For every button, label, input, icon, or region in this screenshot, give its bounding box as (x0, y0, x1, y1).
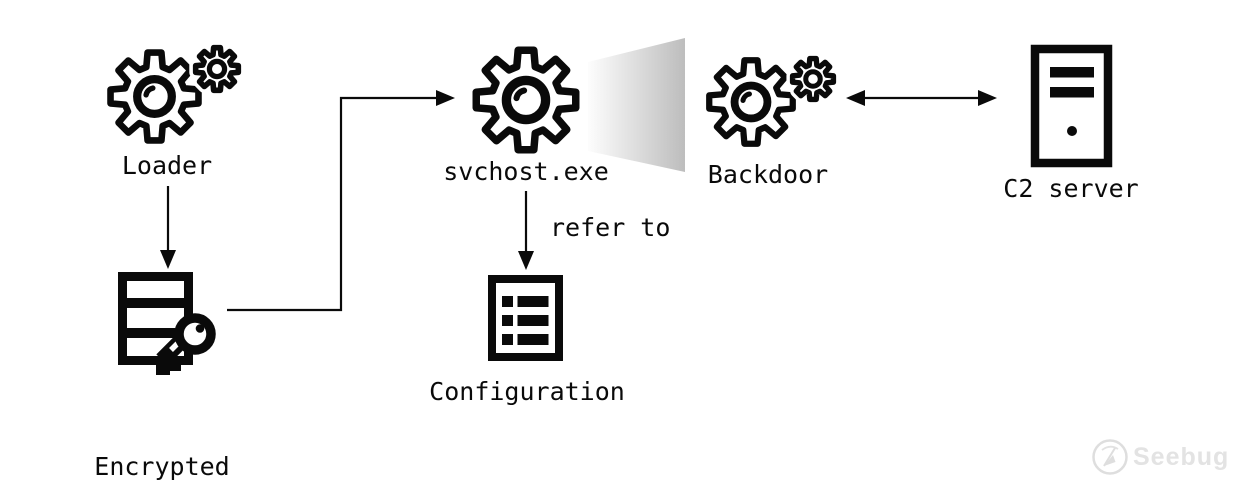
c2-server-label: C2 server (1003, 174, 1139, 203)
loader-label: Loader (121, 151, 213, 180)
arrow-svchost-to-config (518, 191, 534, 270)
svchost-gear-icon (470, 44, 582, 156)
loader-gear-icon (105, 47, 204, 146)
svchost-label: svchost.exe (443, 157, 609, 186)
configuration-list-icon (488, 275, 563, 361)
encrypted-payload-label-line1: Encrypted (94, 452, 230, 481)
injection-beam (588, 38, 685, 172)
backdoor-gear-icon (704, 55, 798, 149)
loader-small-gear-icon (193, 45, 241, 93)
backdoor-label: Backdoor (707, 160, 829, 189)
c2-server-tower-icon (1030, 44, 1113, 168)
configuration-label: Configuration (429, 377, 625, 406)
seebug-watermark-text: Seebug (1133, 443, 1230, 471)
refer-to-edge-label: refer to (550, 213, 671, 242)
arrow-backdoor-c2 (846, 90, 997, 106)
seebug-logo-icon (1092, 439, 1128, 475)
key-icon (156, 313, 216, 375)
arrow-loader-to-payload (160, 186, 176, 269)
encrypted-payload-label: Encrypted payload (94, 389, 229, 482)
backdoor-small-gear-icon (790, 56, 836, 102)
encrypted-payload-database-key-icon (118, 272, 216, 375)
arrow-payload-to-svchost (227, 90, 455, 312)
